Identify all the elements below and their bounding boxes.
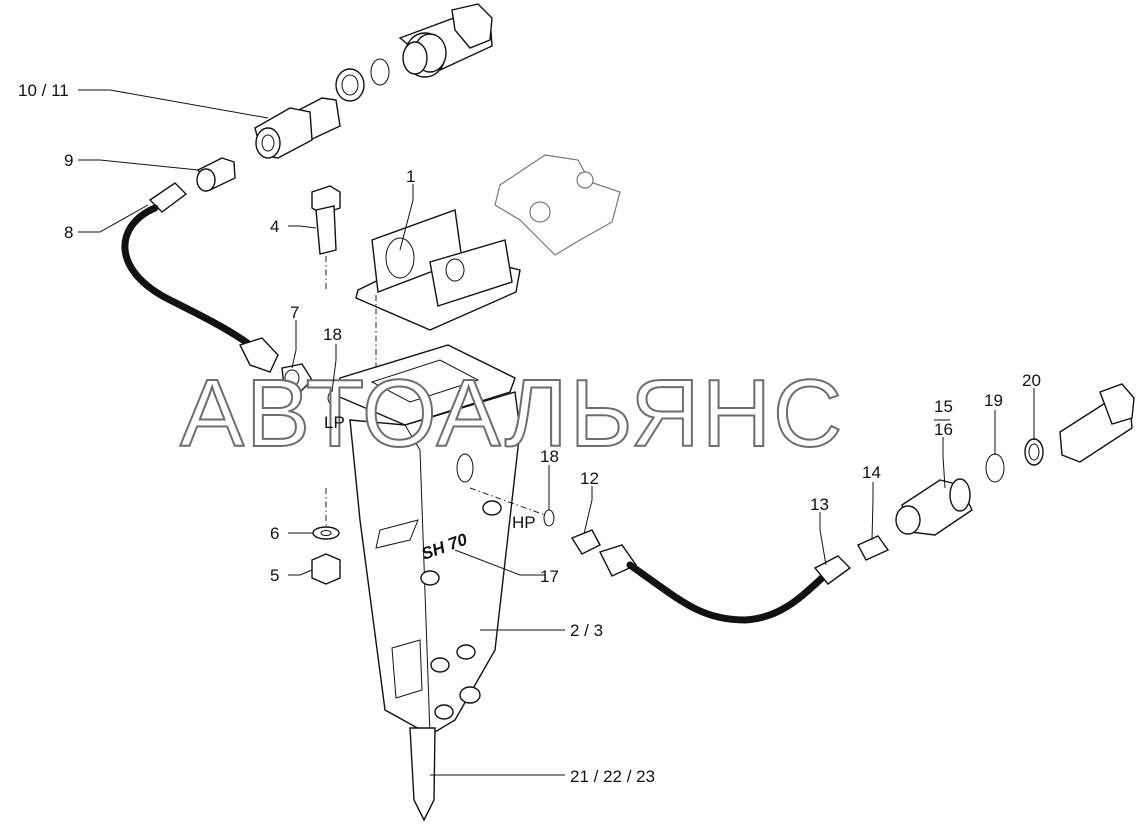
coupling-part-10-11	[254, 97, 341, 159]
coupling-part-15-16	[895, 478, 973, 536]
label-part-20: 20	[1022, 371, 1041, 390]
label-part-2-3: 2 / 3	[570, 621, 603, 640]
mounting-plate-part-1	[355, 209, 521, 370]
adapter-bracket-ghost	[494, 154, 621, 256]
label-part-1: 1	[406, 167, 415, 186]
label-part-8: 8	[64, 223, 73, 242]
label-part-18-hp: 18	[540, 447, 559, 466]
label-part-9: 9	[64, 151, 73, 170]
label-part-10-11: 10 / 11	[18, 81, 69, 100]
watermark-text: АВТОАЛЬЯНС	[180, 360, 844, 467]
label-part-5: 5	[270, 566, 279, 585]
label-part-18-lp: 18	[323, 325, 342, 344]
hose-part-13	[599, 544, 852, 624]
label-low-pressure: LP	[324, 413, 345, 432]
label-part-21-22-23: 21 / 22 / 23	[570, 767, 655, 786]
fitting-part-7	[281, 363, 313, 393]
label-part-14: 14	[862, 463, 881, 482]
label-part-16: 16	[934, 420, 953, 439]
label-high-pressure: HP	[512, 513, 536, 532]
hose-part-8	[121, 182, 279, 373]
label-part-19: 19	[984, 391, 1003, 410]
label-part-12: 12	[580, 469, 599, 488]
label-part-17: 17	[540, 567, 559, 586]
ring-part-20	[1024, 438, 1044, 466]
label-part-7: 7	[290, 303, 299, 322]
label-part-6: 6	[270, 524, 279, 543]
nut-part-5	[311, 488, 341, 585]
fitting-part-12	[570, 529, 601, 555]
bolt-part-4	[311, 185, 341, 292]
label-part-15: 15	[934, 397, 953, 416]
chisel-part-21-22-23	[409, 727, 436, 822]
label-part-13: 13	[810, 495, 829, 514]
fitting-part-14	[857, 535, 890, 561]
adapter-part-9	[196, 157, 236, 192]
washer-part-6	[312, 526, 340, 540]
label-part-4: 4	[270, 217, 279, 236]
quick-coupler-right	[1059, 383, 1135, 463]
quick-coupler-top	[335, 3, 493, 102]
leader-lines	[78, 89, 1035, 776]
o-ring-part-19	[985, 453, 1005, 483]
breaker-body-part-2-3	[334, 344, 521, 736]
